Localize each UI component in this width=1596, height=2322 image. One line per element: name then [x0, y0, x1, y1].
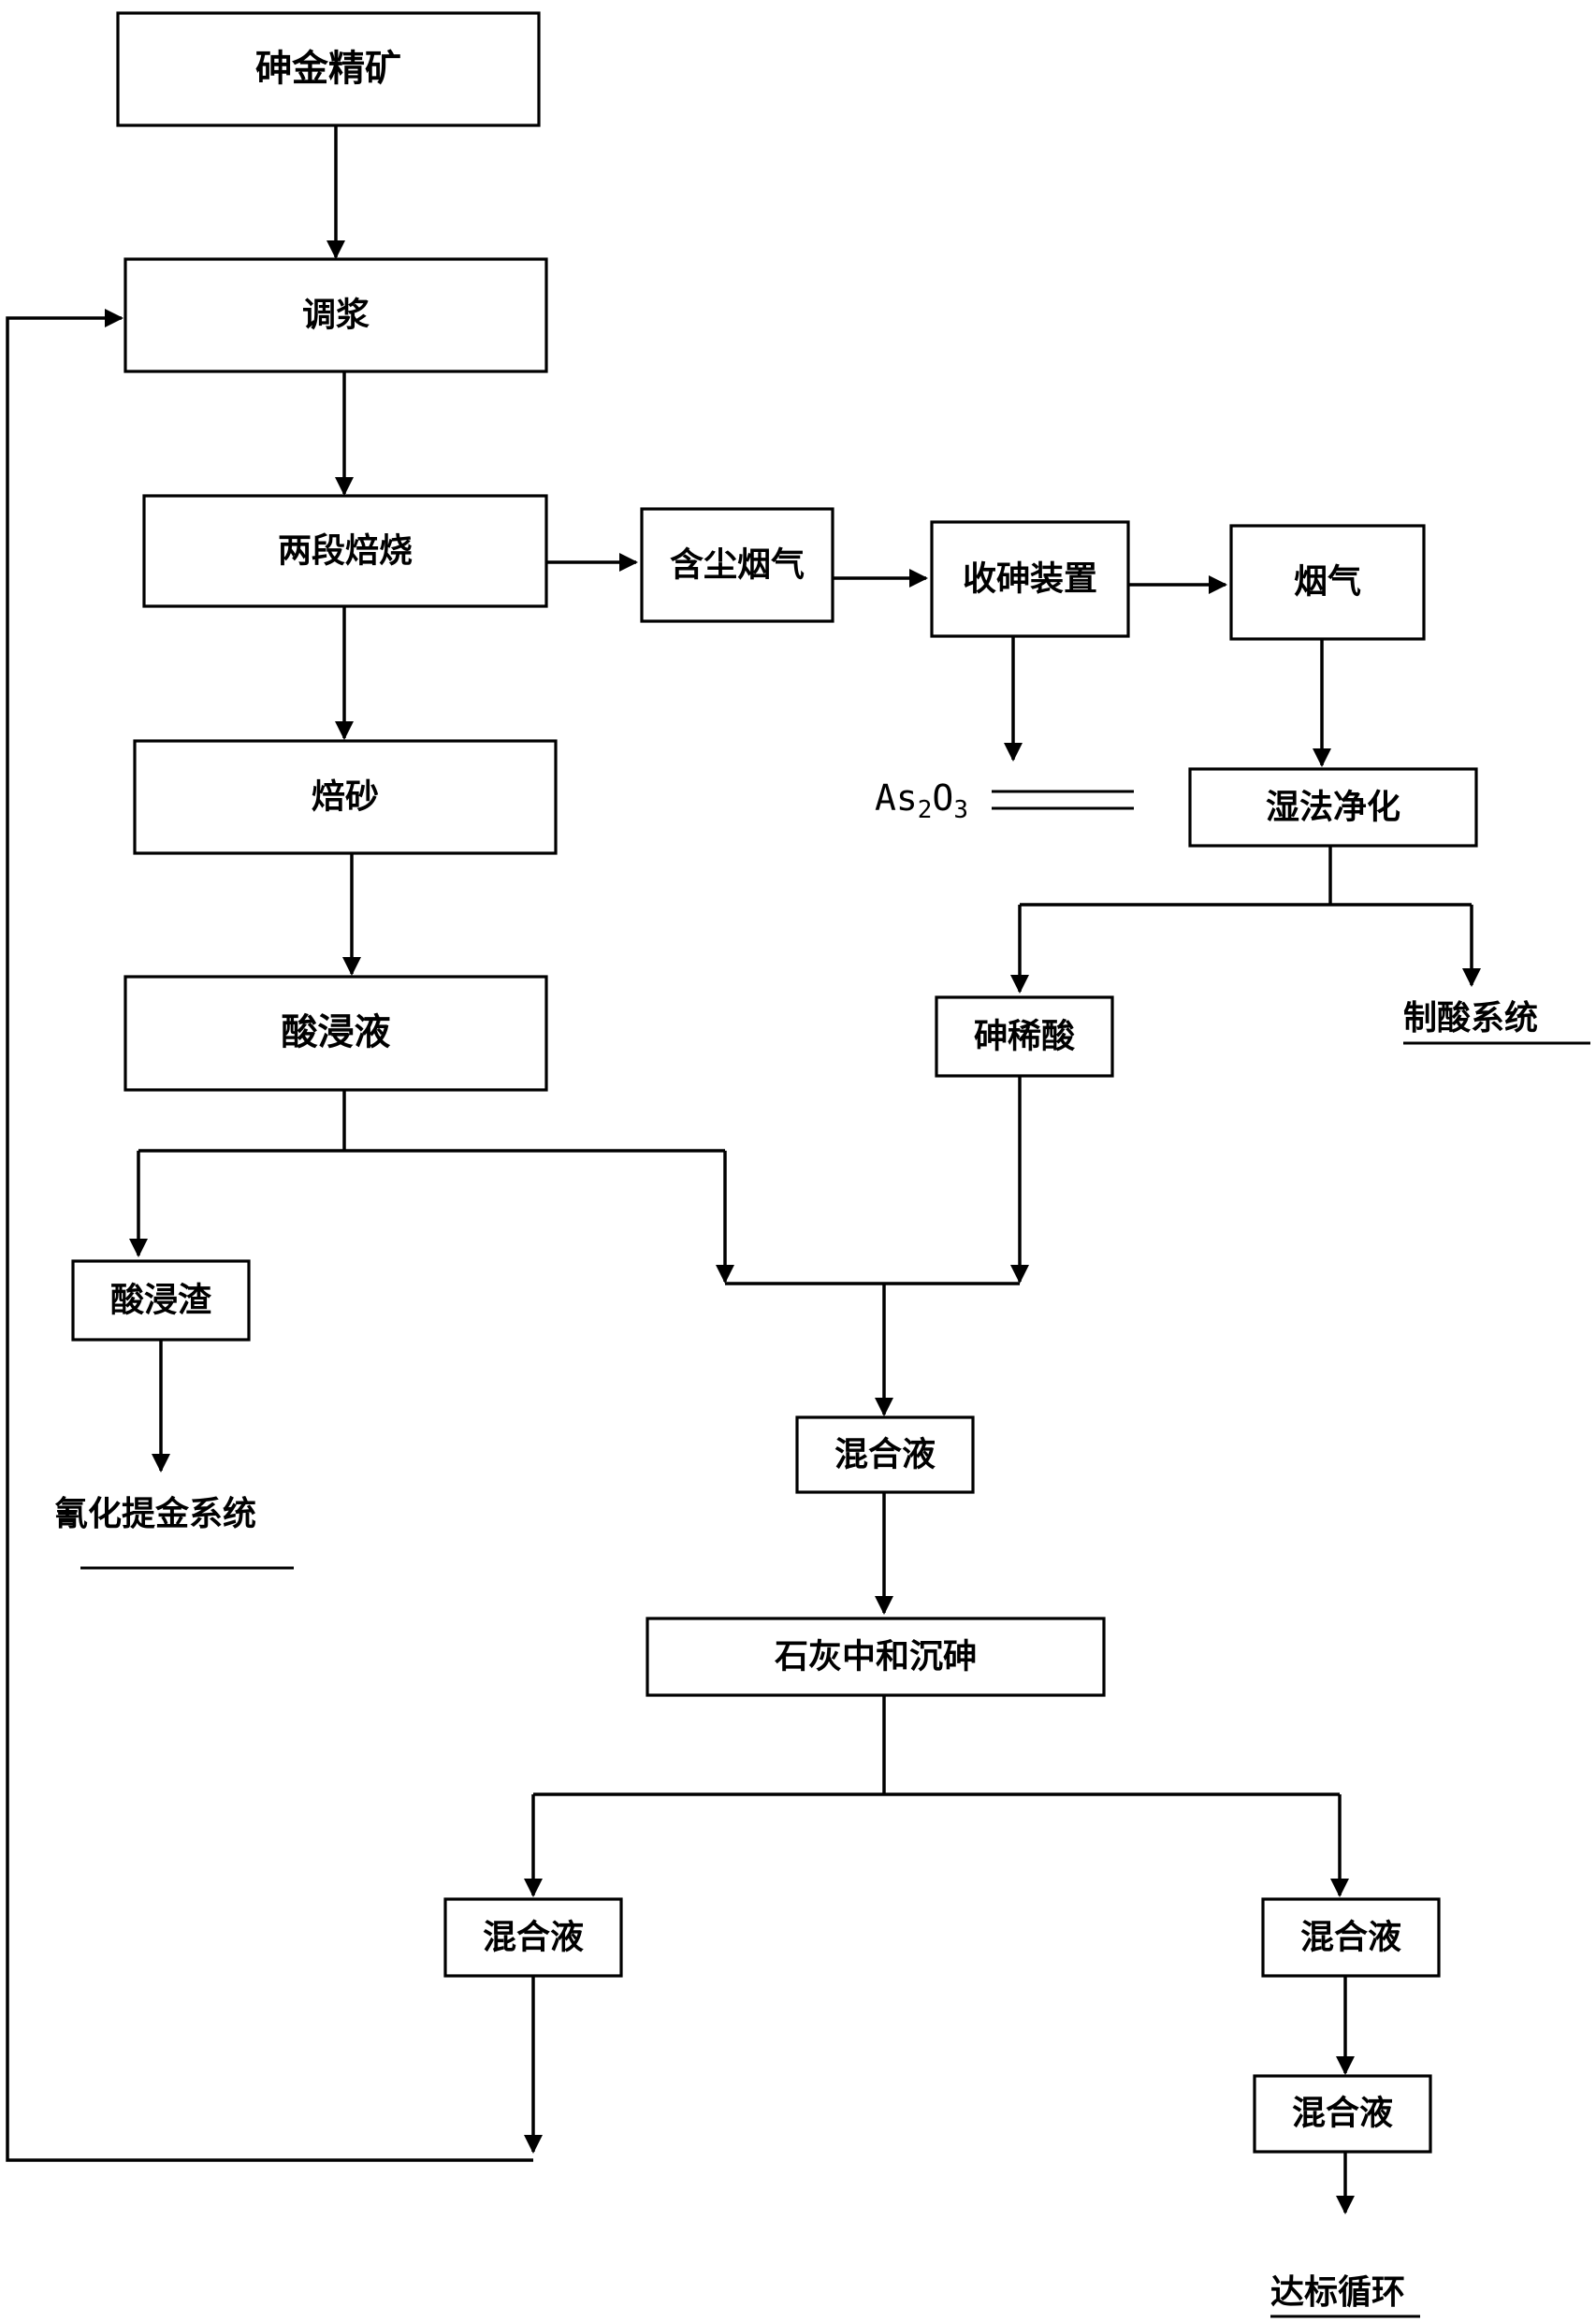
svg-text:混合液: 混合液	[834, 1436, 936, 1474]
svg-text:As2O3: As2O3	[875, 777, 968, 824]
svg-text:烟气: 烟气	[1294, 563, 1361, 602]
svg-text:调浆: 调浆	[302, 297, 370, 335]
node-dilute-arsenic-acid: 砷稀酸	[935, 995, 1114, 1078]
node-mixed-liquor: 混合液	[795, 1415, 975, 1494]
svg-text:酸浸液: 酸浸液	[281, 1012, 390, 1054]
svg-text:砷金精矿: 砷金精矿	[255, 49, 401, 91]
svg-text:两段焙烧: 两段焙烧	[278, 532, 413, 571]
svg-text:制酸系统: 制酸系统	[1403, 999, 1538, 1038]
svg-text:石灰中和沉砷: 石灰中和沉砷	[775, 1638, 977, 1676]
node-leach-residue: 酸浸渣	[71, 1259, 251, 1342]
node-concentrate: 砷金精矿	[116, 11, 541, 127]
output-recycle: 达标循环	[1270, 2273, 1420, 2318]
node-flue-gas: 烟气	[1229, 524, 1426, 641]
node-lime-neutralization: 石灰中和沉砷	[646, 1617, 1106, 1697]
svg-text:收砷装置: 收砷装置	[963, 560, 1097, 599]
output-as2o3: As2O3	[875, 777, 1134, 824]
node-mixed-liquor-right: 混合液	[1261, 1897, 1441, 1978]
output-cyanide-gold-system: 氰化提金系统	[54, 1494, 294, 1570]
arrow-recycle-to-slurry	[6, 309, 533, 2162]
node-mixed-liquor-left: 混合液	[443, 1897, 623, 1978]
node-calcine: 焙砂	[133, 739, 558, 855]
node-leach-liquor: 酸浸液	[123, 975, 548, 1092]
svg-text:达标循环: 达标循环	[1270, 2273, 1405, 2312]
svg-text:氰化提金系统: 氰化提金系统	[54, 1494, 256, 1533]
node-dusty-gas: 含尘烟气	[640, 507, 834, 623]
node-wet-purification: 湿法净化	[1188, 767, 1478, 848]
svg-text:混合液: 混合液	[483, 1919, 584, 1957]
svg-text:湿法净化: 湿法净化	[1266, 789, 1400, 827]
node-mixed-liquor-right-2: 混合液	[1253, 2074, 1432, 2154]
output-acid-system: 制酸系统	[1403, 999, 1590, 1045]
svg-text:混合液: 混合液	[1300, 1919, 1401, 1957]
node-arsenic-collector: 收砷装置	[930, 520, 1130, 638]
connectors	[6, 125, 1481, 2214]
node-slurry: 调浆	[123, 257, 548, 373]
svg-text:砷稀酸: 砷稀酸	[974, 1018, 1075, 1056]
svg-text:焙砂: 焙砂	[312, 778, 379, 817]
svg-text:混合液: 混合液	[1292, 2095, 1393, 2133]
svg-text:酸浸渣: 酸浸渣	[110, 1282, 212, 1320]
node-roasting: 两段焙烧	[142, 494, 548, 608]
svg-text:含尘烟气: 含尘烟气	[670, 546, 805, 585]
